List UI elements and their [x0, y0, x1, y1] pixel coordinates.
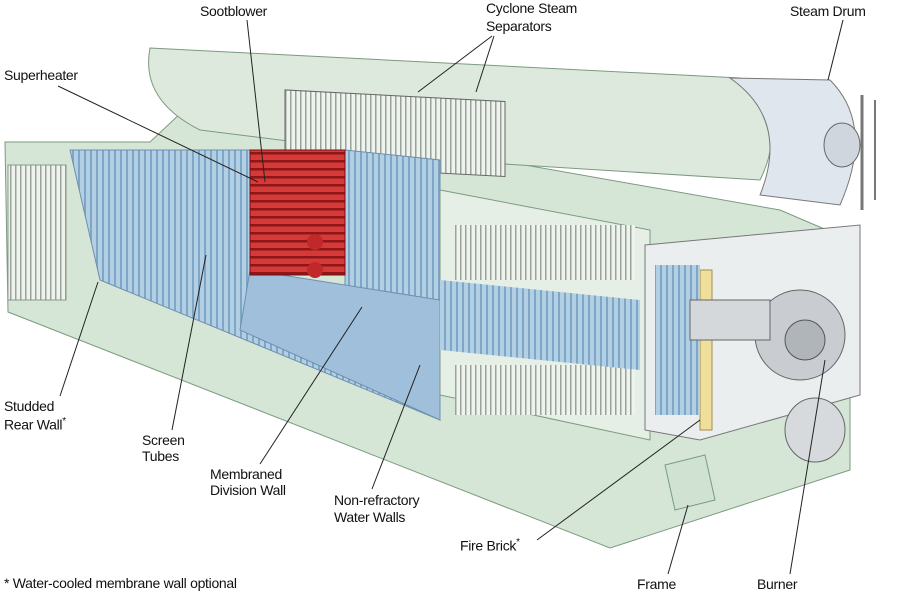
label-membraned-line1: Membraned: [210, 466, 283, 482]
label-screen-line2: Tubes: [142, 448, 179, 464]
fan-housing: [784, 397, 846, 463]
fire-brick: [699, 269, 713, 431]
front-tubes: [440, 280, 640, 370]
label-studded-line2: Rear Wall*: [4, 414, 66, 433]
frame-support: [664, 454, 716, 511]
label-cyclone-line2: Separators: [486, 18, 552, 34]
label-sootblower: Sootblower: [200, 3, 268, 19]
footnote: * Water-cooled membrane wall optional: [4, 575, 237, 591]
label-superheater: Superheater: [4, 67, 78, 83]
superheater-coils: [249, 149, 346, 276]
leader-lines: [57, 19, 844, 575]
label-nonrefractory-line2: Water Walls: [334, 509, 406, 525]
front-fins-lower: [455, 365, 635, 415]
front-fins-upper: [455, 225, 635, 280]
asterisk: *: [516, 537, 520, 548]
membraned-division-wall: [239, 269, 441, 421]
label-steam-drum: Steam Drum: [790, 3, 866, 19]
label-studded-text: Rear Wall: [4, 416, 63, 433]
label-screen-line1: Screen: [142, 432, 185, 448]
asterisk: *: [62, 416, 66, 427]
label-nonrefractory-line1: Non-refractory: [334, 492, 420, 508]
label-cyclone-line1: Cyclone Steam: [486, 0, 578, 16]
label-fire-brick: Fire Brick*: [460, 535, 520, 554]
label-fire-brick-text: Fire Brick: [460, 537, 517, 554]
rear-wall: [7, 164, 67, 301]
label-frame: Frame: [637, 576, 676, 592]
label-membraned-line2: Division Wall: [210, 482, 286, 498]
steam-drum: [728, 77, 856, 206]
label-studded-line1: Studded: [4, 398, 55, 414]
label-burner: Burner: [757, 576, 798, 592]
